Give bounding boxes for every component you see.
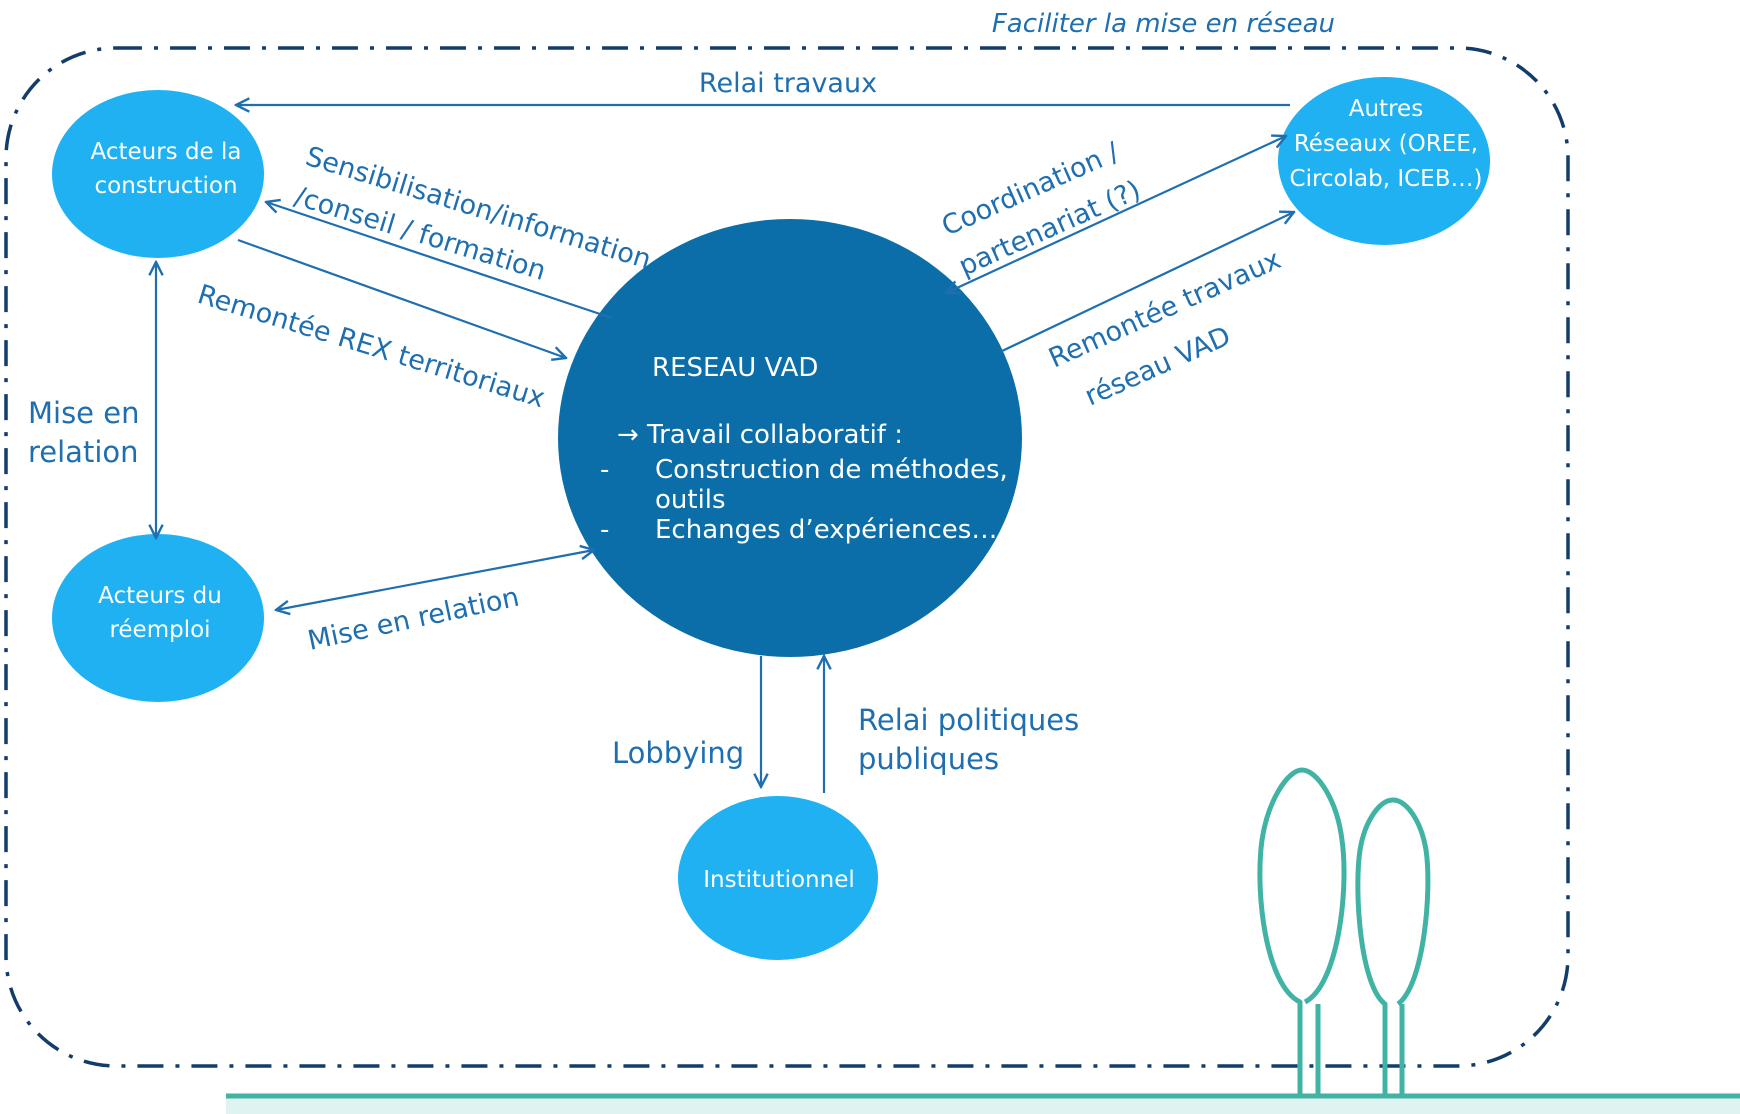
node-reemploi bbox=[52, 534, 264, 702]
node-institutionnel bbox=[678, 796, 878, 960]
center-title: RESEAU VAD bbox=[652, 353, 818, 383]
center-line1: → Travail collaboratif : bbox=[617, 420, 903, 450]
center-item1-line1: Construction de méthodes, bbox=[655, 455, 1008, 485]
label-lobbying: Lobbying bbox=[612, 736, 744, 770]
arrow-sensibilisation bbox=[266, 202, 613, 320]
node-autres-line2: Réseaux (OREE, bbox=[1294, 131, 1478, 157]
node-reemploi-line1: Acteurs du bbox=[98, 583, 222, 609]
arrow-coordination bbox=[946, 136, 1286, 293]
label-remontee-rex: Remontée REX territoriaux bbox=[194, 279, 548, 414]
tree-icon bbox=[1257, 767, 1431, 1096]
label-relai-travaux: Relai travaux bbox=[699, 68, 877, 99]
node-autres-line3: Circolab, ICEB…) bbox=[1290, 166, 1483, 192]
arrow-mise-en-relation-bottom bbox=[276, 550, 594, 610]
node-autres-line1: Autres bbox=[1349, 96, 1423, 122]
label-relai-politiques-line2: publiques bbox=[858, 742, 999, 776]
center-item1-line2: outils bbox=[655, 485, 726, 515]
network-frame bbox=[4, 46, 1570, 1068]
node-construction bbox=[52, 90, 264, 258]
node-institutionnel-label: Institutionnel bbox=[703, 867, 855, 893]
bottom-band bbox=[226, 1096, 1740, 1114]
node-construction-line1: Acteurs de la bbox=[90, 139, 241, 165]
label-mise-en-relation-left-line1: Mise en bbox=[28, 396, 139, 430]
label-mise-en-relation-bottom: Mise en relation bbox=[305, 582, 522, 657]
arrow-remontee-travaux bbox=[999, 212, 1294, 353]
node-construction-line2: construction bbox=[94, 173, 237, 199]
frame-title: Faciliter la mise en réseau bbox=[992, 9, 1335, 39]
node-reseau-vad bbox=[558, 219, 1022, 657]
label-mise-en-relation-left-line2: relation bbox=[28, 435, 139, 469]
center-item2: Echanges d’expériences… bbox=[655, 515, 997, 545]
center-bullet-1: - bbox=[600, 455, 609, 485]
arrow-remontee-rex bbox=[237, 238, 566, 358]
node-autres-reseaux bbox=[1278, 77, 1490, 245]
center-bullet-2: - bbox=[600, 515, 609, 545]
node-reemploi-line2: réemploi bbox=[109, 617, 210, 643]
label-relai-politiques-line1: Relai politiques bbox=[858, 703, 1079, 737]
